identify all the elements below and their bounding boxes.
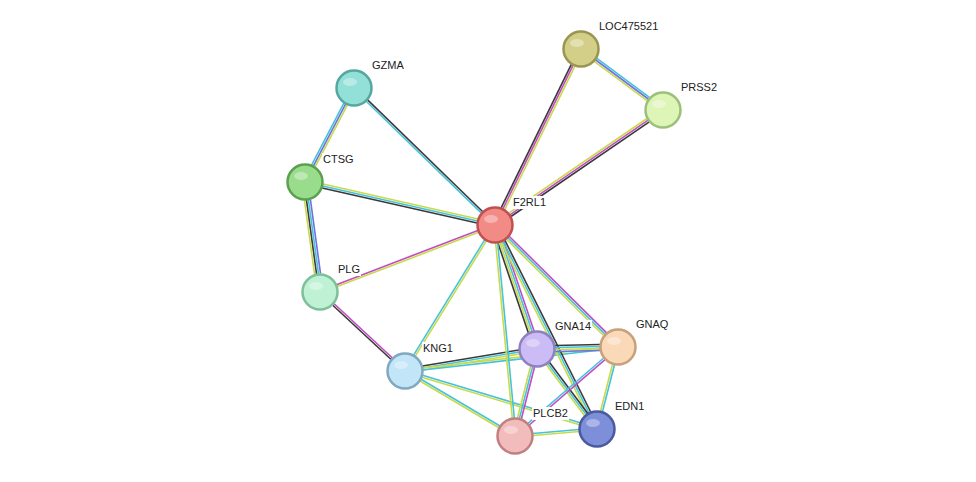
protein-node: PRSS2 <box>644 91 682 129</box>
node-circle <box>496 417 534 455</box>
evidence-line <box>519 366 532 418</box>
evidence-line <box>506 239 603 336</box>
evidence-line <box>509 119 647 214</box>
node-circle <box>386 352 424 390</box>
node-circle <box>562 30 600 68</box>
interaction-edge <box>600 364 614 412</box>
node-label: PLG <box>337 263 361 276</box>
evidence-line <box>555 350 600 351</box>
evidence-line <box>594 61 647 101</box>
node-circle <box>644 91 682 129</box>
interaction-edge <box>533 430 579 436</box>
node-label: F2RL1 <box>512 196 547 209</box>
node-label: LOC475521 <box>598 20 659 33</box>
node-circle <box>599 328 637 366</box>
interaction-edge <box>336 231 478 287</box>
interaction-edge <box>509 119 650 217</box>
evidence-line <box>306 200 316 274</box>
interaction-edge <box>594 58 650 101</box>
protein-node: GZMA <box>335 69 373 107</box>
interaction-edge <box>304 199 320 274</box>
interaction-edge <box>414 240 487 356</box>
evidence-line <box>503 65 573 209</box>
evidence-line <box>602 365 614 412</box>
interaction-edge <box>506 236 606 335</box>
evidence-line <box>368 100 483 212</box>
protein-node: PLCB2 <box>496 417 534 455</box>
evidence-line <box>323 186 478 221</box>
interaction-edge <box>496 243 515 418</box>
node-label: GZMA <box>371 59 405 72</box>
node-label: PLCB2 <box>532 407 569 420</box>
node-label: GNAQ <box>635 318 669 331</box>
protein-node: KNG1 <box>386 352 424 390</box>
node-circle <box>476 206 514 244</box>
evidence-line <box>509 236 606 333</box>
protein-node: GNAQ <box>599 328 637 366</box>
node-label: KNG1 <box>422 342 454 355</box>
node-label: PRSS2 <box>680 81 718 94</box>
interaction-edge <box>501 64 575 209</box>
evidence-line <box>595 60 648 100</box>
evidence-line <box>510 120 648 215</box>
protein-node: F2RL1 <box>476 206 514 244</box>
evidence-line <box>415 241 486 356</box>
node-label: GNA14 <box>554 320 592 333</box>
protein-node: PLG <box>301 273 339 311</box>
protein-node: GNA14 <box>518 330 556 368</box>
node-circle <box>518 330 556 368</box>
node-label: EDN1 <box>614 400 645 413</box>
evidence-line <box>501 64 571 208</box>
node-circle <box>335 69 373 107</box>
evidence-line <box>333 305 392 359</box>
node-circle <box>578 410 616 448</box>
evidence-line <box>498 243 515 418</box>
evidence-line <box>337 232 478 286</box>
node-label: CTSG <box>322 153 355 166</box>
evidence-line <box>517 366 530 418</box>
node-circle <box>301 273 339 311</box>
node-circle <box>286 163 324 201</box>
evidence-line <box>555 348 600 349</box>
evidence-line <box>366 101 481 213</box>
evidence-line <box>304 200 314 274</box>
interaction-edge <box>366 100 483 213</box>
evidence-line <box>336 231 477 285</box>
protein-node: EDN1 <box>578 410 616 448</box>
evidence-line <box>334 304 393 358</box>
protein-node: CTSG <box>286 163 324 201</box>
evidence-line <box>533 432 579 436</box>
interaction-edge <box>555 344 600 351</box>
evidence-line <box>511 122 649 217</box>
evidence-line <box>597 58 650 98</box>
evidence-line <box>496 243 513 418</box>
evidence-line <box>600 364 612 411</box>
evidence-line <box>555 344 600 345</box>
interaction-edge <box>322 184 478 223</box>
evidence-line <box>323 184 478 219</box>
evidence-line <box>505 66 575 210</box>
evidence-line <box>322 188 477 223</box>
protein-node: LOC475521 <box>562 30 600 68</box>
evidence-line <box>422 377 580 425</box>
evidence-line <box>555 346 600 347</box>
interaction-edge <box>333 304 393 360</box>
evidence-line <box>414 240 485 355</box>
